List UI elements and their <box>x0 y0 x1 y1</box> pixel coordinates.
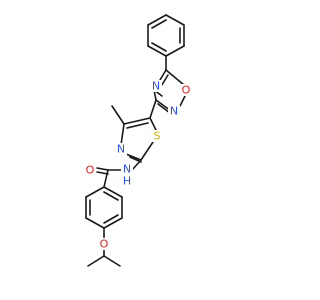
carbonyl-benzene-bond <box>103 169 109 188</box>
carbonyl-oxygen-label: O <box>86 164 95 177</box>
isopropyl-group <box>87 249 121 267</box>
thiazole-nitrogen-label: N <box>117 143 125 156</box>
carbonyl-double-bond-2 <box>96 171 109 175</box>
amide-nitrogen-label: N <box>123 163 131 176</box>
benzene-ring <box>85 186 123 229</box>
thiazole-ring <box>120 117 158 163</box>
chemical-structure-diagram: O N N N S N H O O <box>84 14 192 267</box>
ether-oxygen-label: O <box>100 238 109 251</box>
oxadiazole-thiazole-bond <box>149 99 157 119</box>
oxadiazole-oxygen-label: O <box>182 84 191 97</box>
thiazole-nh-bond <box>131 159 142 171</box>
phenyl-ring <box>147 14 185 57</box>
thiazole-sulfur-label: S <box>154 130 161 143</box>
methyl-bond <box>111 105 125 125</box>
carbonyl-double-bond <box>96 167 109 171</box>
atom-labels: O N N N S N H O O <box>84 80 192 251</box>
amide-hydrogen-label: H <box>123 175 131 188</box>
oxadiazole-n-top-label: N <box>152 80 160 93</box>
oxadiazole-n-bottom-label: N <box>170 105 178 118</box>
